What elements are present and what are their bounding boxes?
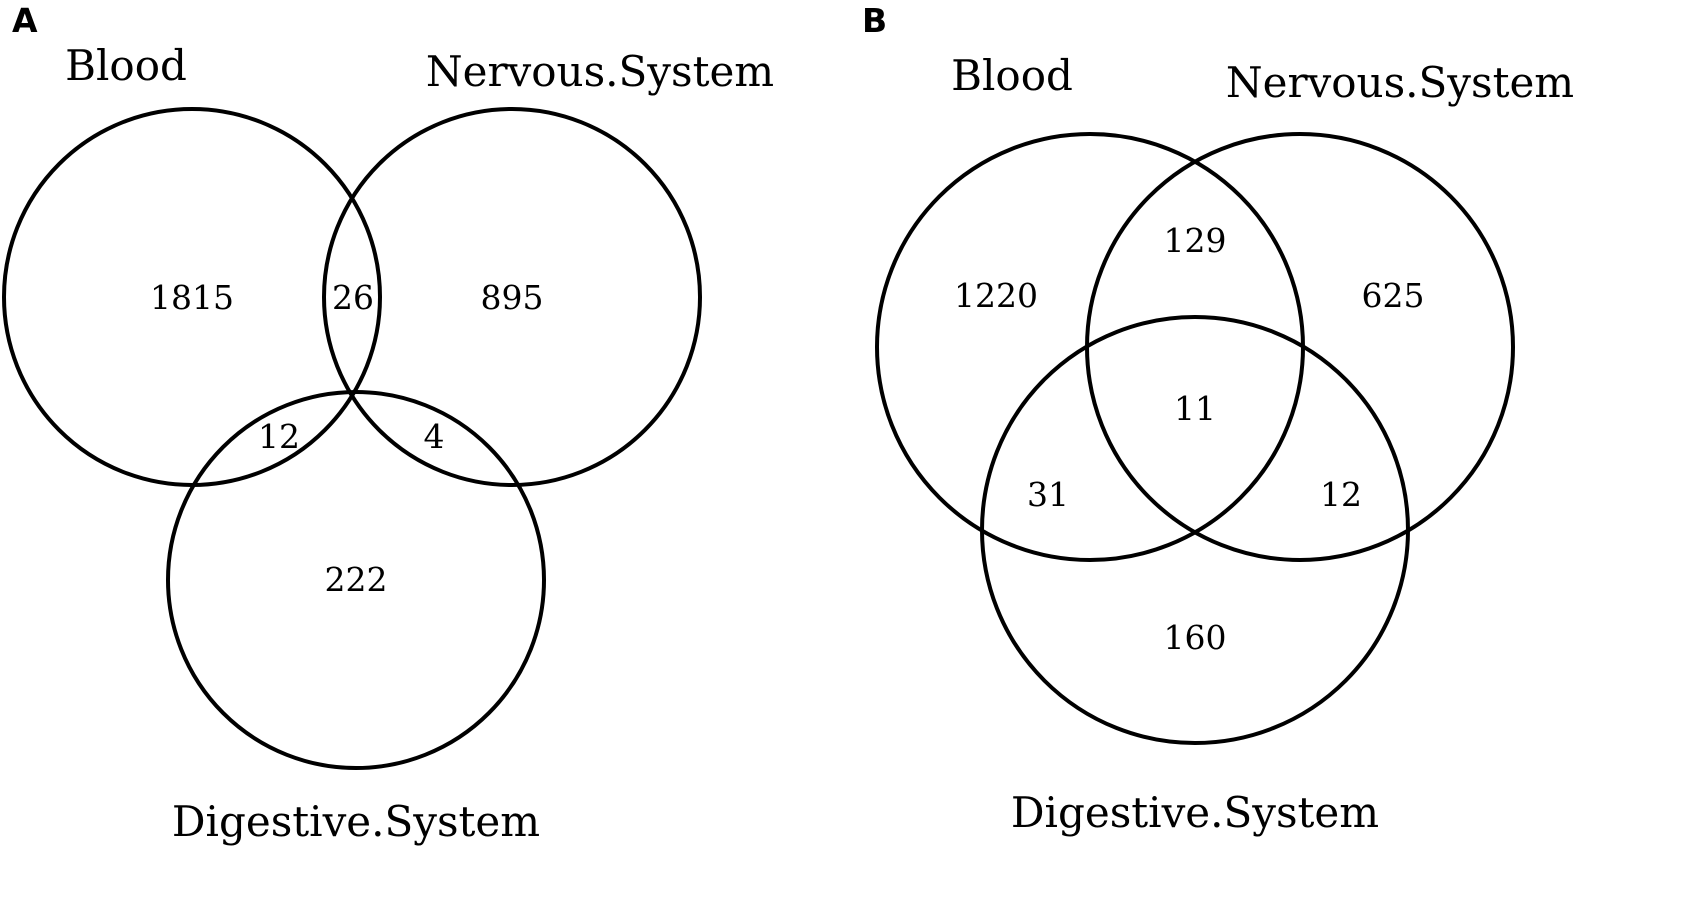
panel-a-blood-nervous-count: 26: [332, 278, 374, 317]
panel-b-nervous-label: Nervous.System: [1226, 58, 1574, 107]
panel-a-nervous-only-count: 895: [481, 278, 544, 317]
panel-b-blood-circle: [875, 132, 1305, 562]
panel-b-digestive-only-count: 160: [1164, 618, 1227, 657]
panel-a: A Blood Nervous.System Digestive.System …: [2, 1, 774, 846]
panel-a-letter: A: [12, 1, 38, 40]
panel-a-blood-only-count: 1815: [150, 278, 234, 317]
panel-b-nervous-digestive-count: 12: [1320, 475, 1362, 514]
panel-b-nervous-circle: [1085, 132, 1515, 562]
panel-b-all-three-count: 11: [1174, 389, 1216, 428]
panel-b-nervous-only-count: 625: [1362, 276, 1425, 315]
panel-b-blood-label: Blood: [951, 51, 1073, 100]
panel-a-nervous-circle: [322, 107, 702, 487]
panel-b-blood-only-count: 1220: [954, 276, 1038, 315]
panel-a-nervous-label: Nervous.System: [426, 47, 774, 96]
panel-b: B Blood Nervous.System Digestive.System …: [862, 1, 1574, 837]
panel-b-digestive-circle: [980, 315, 1410, 745]
panel-a-nervous-digestive-count: 4: [424, 417, 445, 456]
panel-a-digestive-only-count: 222: [325, 560, 388, 599]
panel-b-letter: B: [862, 1, 887, 40]
panel-a-blood-label: Blood: [65, 41, 187, 90]
panel-a-digestive-label: Digestive.System: [172, 797, 540, 846]
panel-a-blood-digestive-count: 12: [258, 417, 300, 456]
panel-b-digestive-label: Digestive.System: [1011, 788, 1379, 837]
panel-b-blood-digestive-count: 31: [1027, 475, 1069, 514]
panel-a-digestive-circle: [166, 390, 546, 770]
panel-b-blood-nervous-count: 129: [1164, 221, 1227, 260]
